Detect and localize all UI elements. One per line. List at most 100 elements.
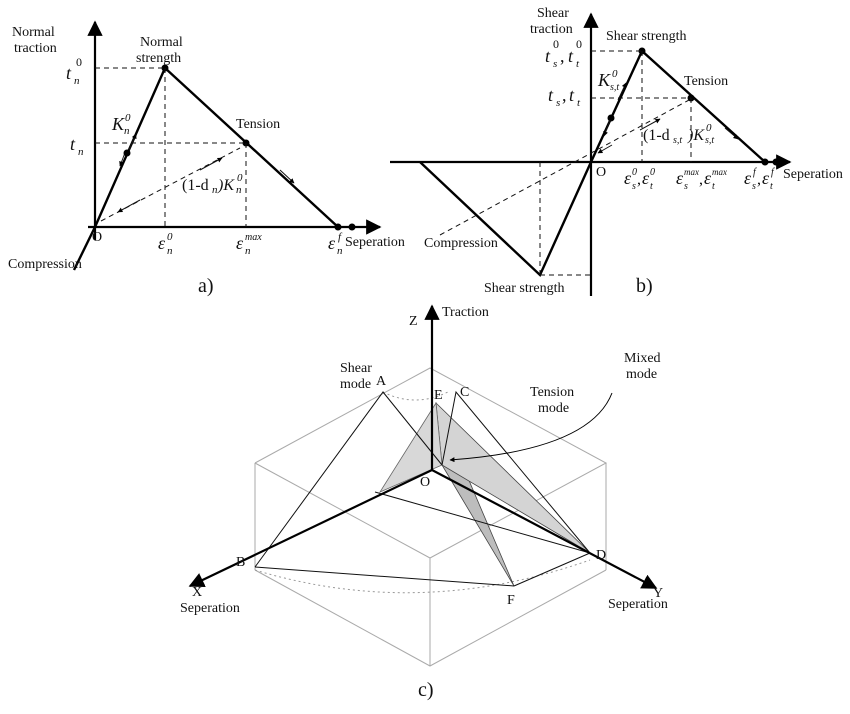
svg-text:t: t bbox=[568, 46, 574, 66]
svg-text:0: 0 bbox=[237, 172, 243, 184]
svg-text:max: max bbox=[712, 167, 727, 177]
svg-text:,: , bbox=[562, 85, 567, 105]
svg-text:)K: )K bbox=[687, 127, 705, 144]
c-point-a: A bbox=[376, 374, 387, 389]
svg-text:ε: ε bbox=[704, 168, 712, 188]
a-compression-line bbox=[72, 226, 97, 271]
svg-text:t: t bbox=[70, 134, 76, 154]
c-shear-mode-2: mode bbox=[340, 377, 371, 392]
c-mixed-mode-pointer bbox=[449, 392, 613, 463]
a-failure-point-1 bbox=[334, 223, 342, 231]
svg-text:t: t bbox=[548, 85, 554, 105]
svg-text:K: K bbox=[111, 114, 125, 134]
svg-text:0: 0 bbox=[76, 55, 82, 69]
a-origin-label: O bbox=[92, 230, 102, 245]
b-unload-arrow bbox=[603, 119, 611, 137]
b-failure-point-2 bbox=[772, 158, 780, 166]
c-x-label: Seperation bbox=[180, 601, 240, 616]
b-eps0-label: ε s 0 , ε t 0 bbox=[624, 167, 655, 192]
a-traction-law bbox=[93, 65, 339, 228]
c-point-c: C bbox=[460, 385, 469, 400]
svg-text:(1-d: (1-d bbox=[643, 127, 670, 144]
a-damaged-arrow-down bbox=[117, 199, 141, 213]
c-point-b: B bbox=[236, 555, 245, 570]
svg-text:,: , bbox=[699, 171, 703, 188]
a-damaged-arrow-up bbox=[199, 157, 223, 171]
svg-text:f: f bbox=[753, 167, 757, 178]
c-origin: O bbox=[420, 475, 430, 490]
b-failure-point-1 bbox=[761, 158, 769, 166]
svg-text:s: s bbox=[684, 181, 688, 192]
svg-text:f: f bbox=[338, 231, 343, 243]
svg-text:0: 0 bbox=[612, 68, 618, 80]
c-tension-mode-2: mode bbox=[538, 401, 569, 416]
b-tension-label: Tension bbox=[684, 74, 728, 89]
c-caption: c) bbox=[418, 679, 434, 701]
svg-text:s: s bbox=[752, 181, 756, 192]
svg-text:0: 0 bbox=[632, 167, 637, 178]
svg-text:t: t bbox=[577, 97, 581, 109]
svg-text:t: t bbox=[66, 63, 72, 83]
c-arc-top bbox=[382, 391, 449, 401]
svg-text:ε: ε bbox=[744, 168, 752, 188]
b-shear-strength-top: Shear strength bbox=[606, 29, 686, 44]
svg-text:t: t bbox=[545, 46, 551, 66]
svg-text:s,t: s,t bbox=[705, 135, 714, 146]
svg-text:0: 0 bbox=[650, 167, 655, 178]
a-peak-label-2: strength bbox=[136, 51, 181, 66]
c-bd-line bbox=[374, 491, 591, 554]
svg-text:n: n bbox=[167, 245, 173, 257]
svg-text:s,t: s,t bbox=[610, 82, 619, 93]
svg-text:max: max bbox=[684, 167, 699, 177]
c-mixed-mode-2: mode bbox=[626, 367, 657, 382]
svg-text:K: K bbox=[597, 70, 611, 90]
svg-text:n: n bbox=[78, 146, 84, 158]
c-x-axis bbox=[188, 469, 433, 587]
a-eps0-label: ε n 0 bbox=[158, 231, 173, 257]
a-y-label-1: Normal bbox=[12, 25, 55, 40]
svg-text:0: 0 bbox=[576, 37, 582, 51]
c-y-letter: Y bbox=[653, 586, 663, 601]
b-t0-label: t s 0 , t t 0 bbox=[545, 37, 582, 70]
svg-text:ε: ε bbox=[642, 168, 650, 188]
a-peak-label-1: Normal bbox=[140, 35, 183, 50]
c-box-bottom bbox=[254, 569, 607, 667]
c-tension-mode-outline bbox=[441, 390, 591, 554]
svg-text:ε: ε bbox=[158, 233, 166, 253]
a-epsf-label: ε n f bbox=[328, 231, 343, 257]
b-damaged-label: (1-d s,t )K s,t 0 bbox=[643, 122, 714, 146]
svg-text:f: f bbox=[771, 167, 775, 178]
svg-text:s: s bbox=[553, 58, 557, 70]
b-damaged-arrow-up bbox=[639, 118, 661, 131]
a-k0-label: K n 0 bbox=[111, 112, 131, 137]
b-t-label: t s , t t bbox=[548, 85, 581, 109]
svg-text:ε: ε bbox=[236, 233, 244, 253]
svg-text:0: 0 bbox=[553, 37, 559, 51]
a-compression-label: Compression bbox=[8, 257, 82, 272]
a-softening-arrow bbox=[279, 169, 295, 184]
a-y-label-2: traction bbox=[14, 41, 57, 56]
svg-text:,: , bbox=[560, 46, 565, 66]
a-x-label: Seperation bbox=[345, 235, 405, 250]
c-point-d: D bbox=[596, 548, 606, 563]
svg-text:)K: )K bbox=[217, 177, 235, 194]
a-damaged-label: (1-d n )K n 0 bbox=[182, 172, 243, 196]
b-shear-strength-bottom: Shear strength bbox=[484, 281, 564, 296]
svg-text:t: t bbox=[712, 181, 715, 192]
b-damaged-stiffness bbox=[439, 99, 690, 236]
b-softening-arrow bbox=[724, 127, 739, 140]
a-caption: a) bbox=[198, 275, 214, 297]
svg-text:n: n bbox=[74, 75, 80, 87]
svg-text:0: 0 bbox=[125, 112, 131, 124]
b-y-label-2: traction bbox=[530, 22, 573, 37]
b-caption: b) bbox=[636, 275, 653, 297]
svg-text:s: s bbox=[556, 97, 560, 109]
panel-b: Shear traction Shear strength Tension Co… bbox=[390, 6, 843, 297]
svg-text:n: n bbox=[245, 245, 251, 257]
svg-text:(1-d: (1-d bbox=[182, 177, 209, 194]
c-z-letter: Z bbox=[409, 314, 418, 329]
a-point-on-k0 bbox=[123, 149, 131, 157]
b-point-on-k0 bbox=[607, 114, 615, 122]
c-point-e: E bbox=[434, 388, 443, 403]
